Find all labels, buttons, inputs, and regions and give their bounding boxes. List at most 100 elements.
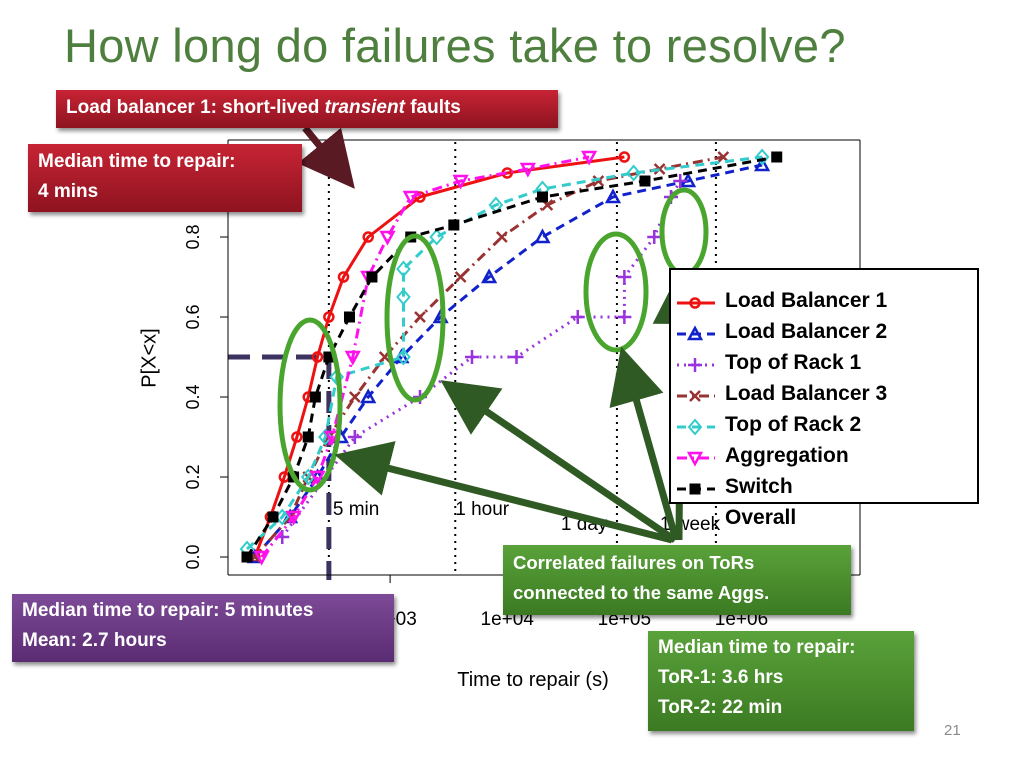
correlated-failures-callout: Correlated failures on ToRs connected to… [503,545,851,615]
data-point [311,351,324,363]
legend-marker [687,418,703,436]
y-tick-label: 0.0 [183,544,203,569]
legend-entry-marker [677,418,715,436]
highlight-ellipse [384,233,446,403]
data-point [318,428,333,446]
legend-label: Top of Rack 1 [725,351,862,374]
data-point [771,151,783,163]
data-point [291,431,303,443]
legend-label: Load Balancer 2 [725,320,888,343]
legend-label: Aggregation [725,444,849,467]
legend-marker [686,325,704,341]
data-point [285,510,302,526]
data-point [337,271,350,283]
legend-marker [689,483,701,495]
data-point [396,260,411,278]
data-point [348,391,361,403]
legend-entry-marker [677,390,715,402]
data-point [323,311,335,323]
data-point [509,350,524,364]
legend-label: Load Balancer 1 [725,289,888,312]
data-point [379,230,396,246]
tor-median-callout: Median time to repair: ToR-1: 3.6 hrs To… [648,631,914,731]
data-point [347,430,362,444]
slide-number: 21 [944,722,961,739]
y-tick-label: 0.8 [183,224,203,249]
tor-median-line-3: ToR-2: 22 min [658,697,783,718]
data-point [580,150,598,166]
data-point [519,162,536,178]
legend-entry-marker [677,483,715,495]
data-point [617,270,632,284]
data-point [309,391,321,403]
data-point [309,470,326,486]
chart-legend: Load Balancer 1 Load Balancer 2 Top of Rac… [669,268,979,529]
correlated-line-2: connected to the same Aggs. [513,582,770,603]
series-4 [239,148,770,558]
data-point [534,228,551,244]
data-point [402,190,419,206]
correlated-line-1: Correlated failures on ToRs [513,552,755,573]
legend-entry-marker [677,325,715,341]
data-point [754,156,771,172]
data-point [639,175,651,187]
overall-median-callout: Median time to repair: 5 minutes Mean: 2… [12,594,394,662]
lb1-callout-text: Load balancer 1: short-lived [66,97,325,118]
series-line [253,155,625,558]
arrow-to-lb1 [297,125,355,189]
legend-entry-marker [677,451,715,467]
data-point [396,288,411,306]
legend-marker [686,451,704,467]
data-point [454,271,467,283]
arrow-to-early-tor [334,441,673,544]
legend-marker [689,297,701,309]
data-point [536,191,548,203]
data-point [324,430,341,446]
arrow-to-day-tor [609,346,680,541]
data-point [241,551,253,563]
lb1-callout-italic: transient [324,97,405,118]
lb1-callout-tail: faults [404,97,461,118]
legend-markers [677,297,715,495]
legend-label: Switch [725,475,793,498]
data-point [495,231,508,243]
tor-median-line-1: Median time to repair: [658,637,856,658]
series-line [245,155,763,551]
legend-marker [689,390,701,402]
data-point [362,231,374,243]
reference-line-label: 5 min [333,499,379,520]
data-point [253,550,270,566]
data-point [448,219,460,231]
overall-median-line-1: Median time to repair: 5 minutes [22,600,314,621]
data-point [480,268,498,284]
data-point [464,350,479,364]
data-point [302,431,314,443]
overall-median-line-2: Mean: 2.7 hours [22,630,167,651]
lb1-median-line-1: Median time to repair: [38,151,236,172]
data-point [343,311,355,323]
legend-entry-marker [677,358,715,372]
data-point [366,271,378,283]
highlight-ellipse [277,317,343,493]
data-point [344,350,361,366]
tor-median-line-2: ToR-1: 3.6 hrs [658,667,784,688]
highlight-ellipse [659,187,709,277]
data-point [673,174,688,188]
data-point [647,230,662,244]
legend-entry-marker [677,297,715,309]
reference-line-label: 1 hour [455,499,510,520]
legend-label: Overall [725,506,797,529]
data-point [414,311,426,323]
data-point [267,511,279,523]
data-point [570,310,585,324]
lb1-median-callout: Median time to repair: 4 mins [28,144,302,212]
data-point [618,151,631,163]
legend-marker [688,358,702,372]
lb1-median-line-2: 4 mins [38,181,99,202]
y-tick-label: 0.6 [183,304,203,329]
lb1-transient-callout: Load balancer 1: short-lived transient f… [56,90,558,128]
data-point [653,163,666,175]
arrow-to-mid-tor [440,380,677,543]
legend-label: Load Balancer 3 [725,382,888,405]
